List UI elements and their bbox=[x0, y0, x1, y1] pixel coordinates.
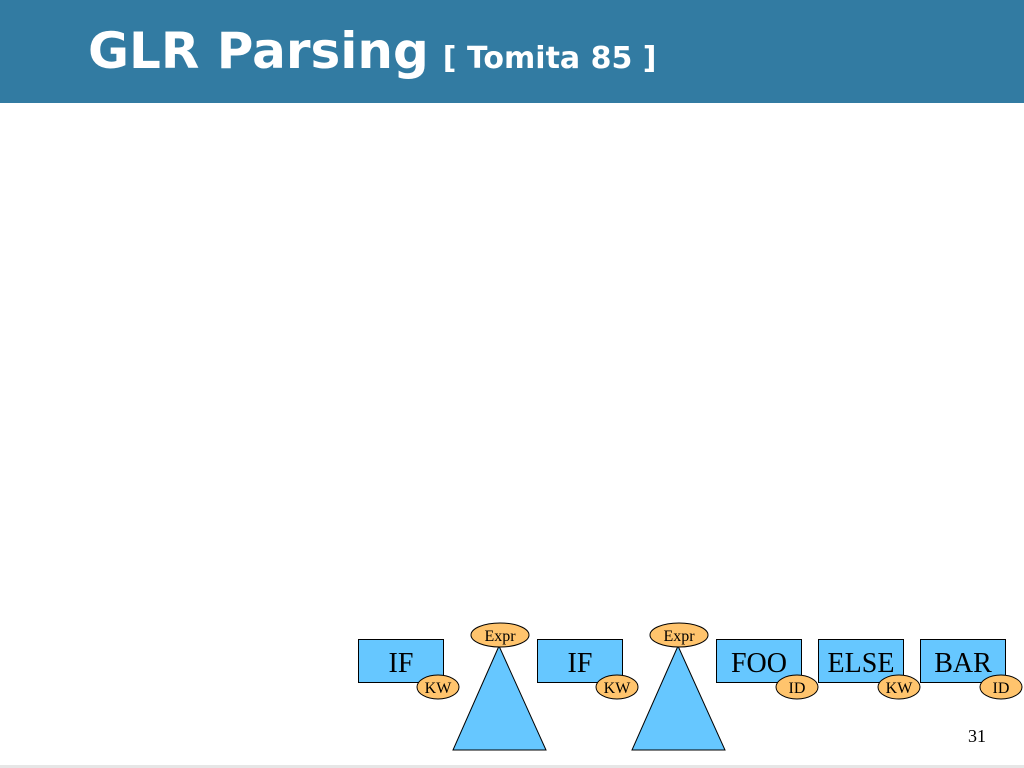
expr-triangle bbox=[631, 644, 726, 751]
page-number: 31 bbox=[968, 726, 986, 746]
token-box bbox=[537, 639, 623, 683]
expr-label: Expr bbox=[484, 628, 516, 645]
token-box bbox=[920, 639, 1006, 683]
tag-label: KW bbox=[425, 680, 453, 697]
tag-label: ID bbox=[789, 680, 806, 697]
tag-label: KW bbox=[604, 680, 632, 697]
expr-subtree-2: Expr bbox=[631, 622, 726, 751]
title-citation: [ Tomita 85 ] bbox=[442, 41, 657, 76]
title-bar: GLR Parsing [ Tomita 85 ] bbox=[0, 0, 1024, 103]
tag-label: KW bbox=[886, 680, 914, 697]
slide-title: GLR Parsing[ Tomita 85 ] bbox=[88, 26, 657, 76]
tag-id bbox=[775, 674, 819, 700]
tag-kw bbox=[595, 674, 639, 700]
token-label: FOO bbox=[731, 648, 787, 679]
expr-label: Expr bbox=[663, 628, 695, 645]
tag-kw bbox=[877, 674, 921, 700]
title-main: GLR Parsing bbox=[88, 22, 429, 80]
tag-label: ID bbox=[993, 680, 1010, 697]
token-else: ELSE KW bbox=[818, 639, 921, 700]
tag-kw bbox=[416, 674, 460, 700]
token-label: ELSE bbox=[828, 648, 895, 679]
token-box bbox=[716, 639, 802, 683]
expr-node bbox=[470, 622, 530, 648]
token-box bbox=[358, 639, 444, 683]
token-if-1: IF KW bbox=[358, 639, 460, 700]
token-label: BAR bbox=[934, 648, 992, 679]
token-label: IF bbox=[568, 648, 593, 679]
token-bar: BAR ID bbox=[920, 639, 1023, 700]
bottom-rule bbox=[0, 765, 1024, 768]
expr-triangle bbox=[452, 644, 547, 751]
expr-subtree-1: Expr bbox=[452, 622, 547, 751]
expr-node bbox=[649, 622, 709, 648]
token-if-2: IF KW bbox=[537, 639, 639, 700]
token-label: IF bbox=[389, 648, 414, 679]
token-foo: FOO ID bbox=[716, 639, 819, 700]
tag-id bbox=[979, 674, 1023, 700]
token-box bbox=[818, 639, 904, 683]
